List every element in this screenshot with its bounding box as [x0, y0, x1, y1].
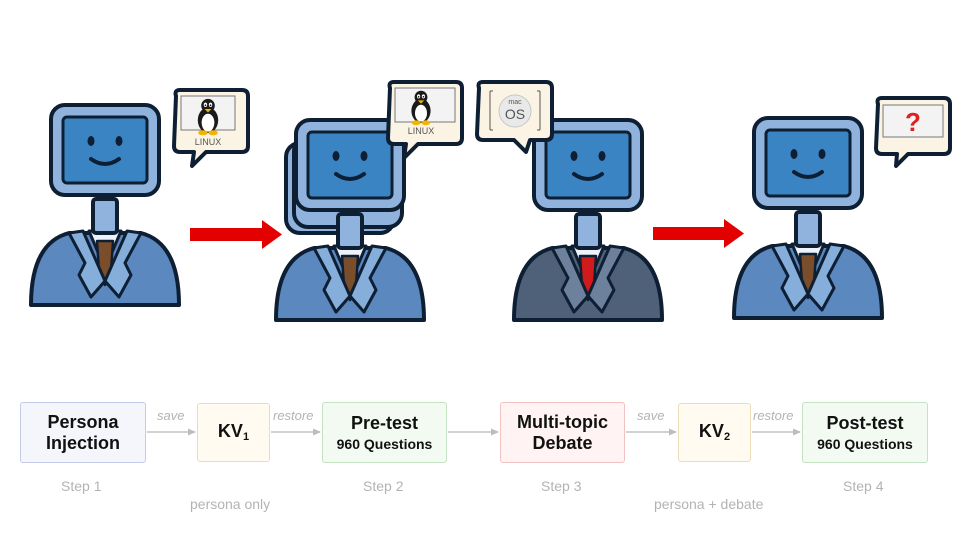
persona-figure-2-stacked: [274, 118, 426, 322]
kv1-box: KV1: [197, 403, 270, 462]
post-test-subtitle: 960 Questions: [817, 435, 913, 452]
pre-test-subtitle: 960 Questions: [336, 435, 433, 452]
restore-label-1: restore: [273, 408, 314, 423]
red-arrow-2: [653, 219, 744, 248]
macos-small-label: mac: [508, 99, 522, 106]
kv1-note: persona only: [190, 496, 271, 512]
macos-speech-bubble: mac OS: [475, 80, 554, 154]
step-4-label: Step 4: [843, 478, 884, 494]
pre-test-box: Pre-test 960 Questions: [322, 402, 447, 463]
linux-speech-bubble-1: LINUX: [172, 88, 250, 168]
persona-injection-line1: Persona: [47, 411, 119, 432]
post-test-title: Post-test: [826, 413, 904, 434]
kv2-box: KV2: [678, 403, 751, 462]
kv2-label: KV2: [698, 421, 731, 444]
post-test-box: Post-test 960 Questions: [802, 402, 928, 463]
question-mark-icon: ?: [905, 107, 921, 137]
pre-test-title: Pre-test: [350, 413, 419, 434]
save-label-2: save: [637, 408, 665, 423]
debate-line2: Debate: [532, 432, 593, 453]
save-label-1: save: [157, 408, 185, 423]
kv1-label: KV1: [217, 421, 250, 444]
step-1-label: Step 1: [61, 478, 102, 494]
persona-injection-box: Persona Injection: [20, 402, 146, 463]
macos-big-label: OS: [505, 106, 525, 122]
kv2-note: persona + debate: [654, 496, 764, 512]
red-arrow-1: [190, 220, 282, 249]
question-speech-bubble: ?: [874, 96, 952, 168]
debate-line1: Multi-topic: [517, 411, 608, 432]
restore-label-2: restore: [753, 408, 794, 423]
step-3-label: Step 3: [541, 478, 582, 494]
step-2-label: Step 2: [363, 478, 404, 494]
linux-label: LINUX: [195, 137, 222, 147]
linux-label: LINUX: [408, 126, 435, 136]
persona-injection-line2: Injection: [45, 432, 120, 453]
linux-speech-bubble-2: LINUX: [386, 80, 464, 160]
multi-topic-debate-box: Multi-topic Debate: [500, 402, 625, 463]
macos-logo-icon: [498, 94, 532, 128]
